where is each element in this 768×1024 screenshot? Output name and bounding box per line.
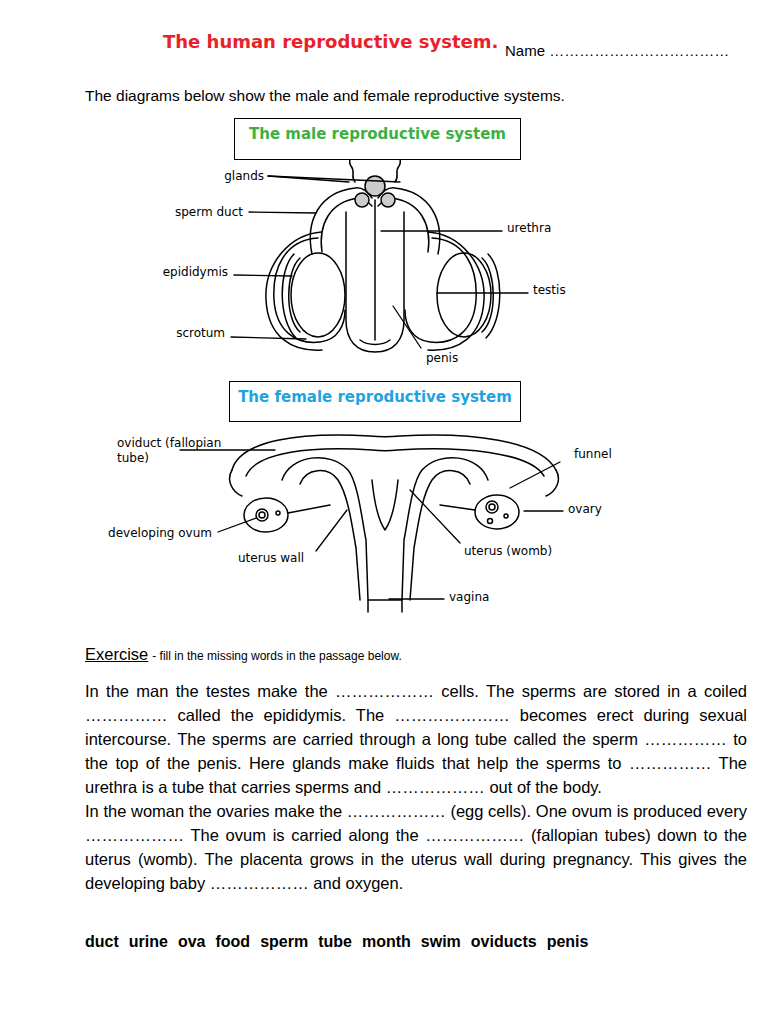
part-label: penis — [426, 351, 458, 365]
intro-text: The diagrams below show the male and fem… — [85, 87, 565, 105]
sperm-duct — [310, 188, 372, 254]
part-label: uterus (womb) — [464, 544, 552, 558]
word-bank: duct urine ovafood sperm tube month swim oviduc… — [85, 933, 588, 951]
bank-word: sperm — [260, 933, 308, 951]
scrotum-outline — [274, 238, 345, 342]
part-label: vagina — [449, 590, 489, 604]
bank-word: penis — [547, 933, 589, 951]
oviduct-tube — [232, 435, 556, 470]
box-heading: The male reproductive system — [249, 125, 506, 143]
leader-line — [231, 176, 528, 348]
bank-word: food — [215, 933, 250, 951]
leader-line — [180, 450, 563, 599]
bank-word: urine — [129, 933, 168, 951]
passage-paragraph: In the man the testes make the ……………… ce… — [85, 679, 747, 799]
bank-word: month — [362, 933, 411, 951]
exercise-heading: Exercise — [85, 645, 148, 664]
bank-word: duct — [85, 933, 119, 951]
part-label: ovary — [568, 502, 602, 516]
part-label: epididymis — [163, 265, 228, 279]
bank-word: swim — [421, 933, 461, 951]
bank-word: tube — [318, 933, 352, 951]
part-label: funnel — [574, 447, 612, 461]
box-heading: The female reproductive system — [238, 388, 512, 406]
part-label: scrotum — [176, 326, 225, 340]
urethra-line — [374, 200, 376, 340]
testis-shape — [291, 253, 345, 337]
title-box: The female reproductive system — [229, 381, 521, 422]
part-label: uterus wall — [238, 551, 304, 565]
epididymis-shape — [289, 258, 300, 332]
vagina-shape — [368, 600, 402, 612]
part-label: oviduct (fallopian tube) — [117, 436, 227, 466]
part-label: testis — [533, 283, 566, 297]
bank-word: oviducts — [471, 933, 537, 951]
bank-word: ova — [178, 933, 206, 951]
ovary-shape — [475, 495, 519, 529]
exercise-row: Exercise - fill in the missing words in t… — [85, 645, 402, 664]
part-label: sperm duct — [175, 205, 243, 219]
name-line: Name ……………………………… — [505, 42, 729, 59]
page-title: The human reproductive system. — [163, 31, 498, 52]
part-label: urethra — [507, 221, 551, 235]
ovary-shape — [244, 498, 288, 532]
part-label: glands — [224, 169, 264, 183]
testis-shape — [437, 253, 491, 337]
passage-paragraph: In the woman the ovaries make the ………………… — [85, 799, 747, 895]
gland-shape — [365, 176, 385, 196]
uterus-shape — [282, 458, 488, 600]
instruction: - fill in the missing words in the passa… — [152, 649, 401, 663]
part-label: developing ovum — [108, 526, 212, 540]
title-box: The male reproductive system — [234, 118, 521, 160]
passage: In the man the testes make the ……………… ce… — [85, 679, 747, 895]
